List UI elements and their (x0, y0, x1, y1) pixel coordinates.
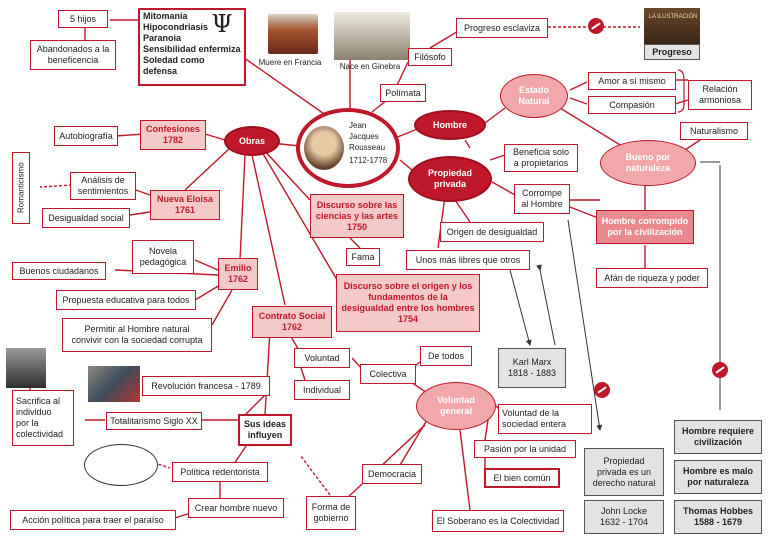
fama-node: Fama (346, 248, 380, 266)
politica-node: Política redentorista (172, 462, 268, 482)
voluntad-sociedad-node: Voluntad de la sociedad entera (498, 404, 592, 434)
mitomania-node: Mitomanía Hipocondriasis Paranoia Sensib… (138, 8, 246, 86)
bien-comun-node: El bien común (484, 468, 560, 488)
sus-ideas-node: Sus ideas influyen (238, 414, 292, 446)
abandonados-node: Abandonados a la beneficencia (30, 40, 116, 70)
romanticismo-node: Romanticismo (12, 152, 30, 224)
totalitarismo-node: Totalitarismo Siglo XX (106, 412, 202, 430)
soberano-node: El Soberano es la Colectividad (432, 510, 564, 532)
cinco-hijos-node: 5 hijos (58, 10, 108, 28)
discurso-ciencias-node: Discurso sobre las ciencias y las artes … (310, 194, 404, 238)
democracia-node: Democracia (362, 464, 422, 484)
francia-image (268, 14, 318, 54)
prohibition-icon-locke (594, 382, 610, 398)
propiedad-node: Propiedad privada (408, 156, 492, 202)
filosofo-node: Filósofo (408, 48, 452, 66)
ilustracion-image-label: LA ILUSTRACIÓN (648, 13, 698, 20)
naturalismo-node: Naturalismo (680, 122, 748, 140)
desigualdad-social-node: Desigualdad social (42, 208, 130, 228)
dictators-image (6, 348, 46, 388)
pasion-node: Pasión por la unidad (474, 440, 576, 458)
corrompido-node: Hombre corrompido por la civilización (596, 210, 694, 244)
hobbes-node: Thomas Hobbes 1588 - 1679 (674, 500, 762, 534)
hombre-node: Hombre (414, 110, 486, 140)
locke-text-node: Propiedad privada es un derecho natural (584, 448, 664, 496)
autobiografia-node: Autobiografía (54, 126, 118, 146)
individual-node: Individual (294, 380, 350, 400)
hobbes-requiere-node: Hombre requiere civilización (674, 420, 762, 454)
progreso-node: Progreso (644, 44, 700, 60)
revolucion-node: Revolución francesa - 1789 (142, 376, 270, 396)
nueva-eloisa-node: Nueva Eloisa 1761 (150, 190, 220, 220)
afan-node: Afán de riqueza y poder (596, 268, 708, 288)
rousseau-years: 1712-1778 (349, 155, 388, 165)
rousseau-name: Jean Jacques Rousseau (349, 120, 386, 152)
confesiones-node: Confesiones 1782 (140, 120, 206, 150)
prohibition-icon (588, 18, 604, 34)
beneficia-node: Beneficia solo a propietarios (504, 144, 578, 172)
locke-node: John Locke 1632 - 1704 (584, 500, 664, 534)
rousseau-portrait (304, 126, 344, 170)
sacrifica-node: Sacrifica al individuo por la colectivid… (12, 390, 74, 446)
prohibition-icon-hobbes (712, 362, 728, 378)
estado-natural-node: Estado Natural (500, 74, 568, 118)
contrato-node: Contrato Social 1762 (252, 306, 332, 338)
propuesta-node: Propuesta educativa para todos (56, 290, 196, 310)
discurso-origen-node: Discurso sobre el origen y los fundament… (336, 274, 480, 332)
voluntad-general-node: Voluntad general (416, 382, 496, 430)
emilio-node: Emilio 1762 (218, 258, 258, 290)
accion-node: Acción política para traer el paraíso (10, 510, 176, 530)
unos-mas-node: Unos más libres que otros (406, 250, 530, 270)
buenos-ciudadanos-node: Buenos ciudadanos (12, 262, 106, 280)
novela-node: Novela pedagógica (132, 240, 194, 274)
marx-node: Karl Marx 1818 - 1883 (498, 348, 566, 388)
crear-node: Crear hombre nuevo (188, 498, 284, 518)
hobbes-malo-node: Hombre es malo por naturaleza (674, 460, 762, 494)
obras-node: Obras (224, 126, 280, 156)
ginebra-image (334, 12, 410, 60)
colectiva-node: Colectiva (360, 364, 416, 384)
corrompe-node: Corrompe al Hombre (514, 184, 570, 214)
forma-node: Forma de gobierno (306, 496, 356, 530)
mexico-cloud-image (84, 444, 158, 486)
analisis-node: Análisis de sentimientos (70, 172, 136, 200)
ilustracion-image (644, 8, 700, 44)
relacion-node: Relación armoniosa (688, 80, 752, 110)
de-todos-node: De todos (420, 346, 472, 366)
permitir-node: Permitir al Hombre natural convivir con … (62, 318, 212, 352)
bueno-node: Bueno por naturaleza (600, 140, 696, 186)
polimata-node: Polímata (380, 84, 426, 102)
amor-node: Amor a sí mismo (588, 72, 676, 90)
voluntad-node: Voluntad (294, 348, 350, 368)
revolucion-image (88, 366, 140, 402)
origen-node: Origen de desigualdad (440, 222, 544, 242)
psi-icon: Ψ (211, 9, 233, 38)
progreso-esclaviza-node: Progreso esclaviza (456, 18, 548, 38)
nace-label: Nace en Ginebra (339, 61, 401, 71)
muere-label: Muere en Francia (258, 57, 322, 67)
compasion-node: Compasión (588, 96, 676, 114)
